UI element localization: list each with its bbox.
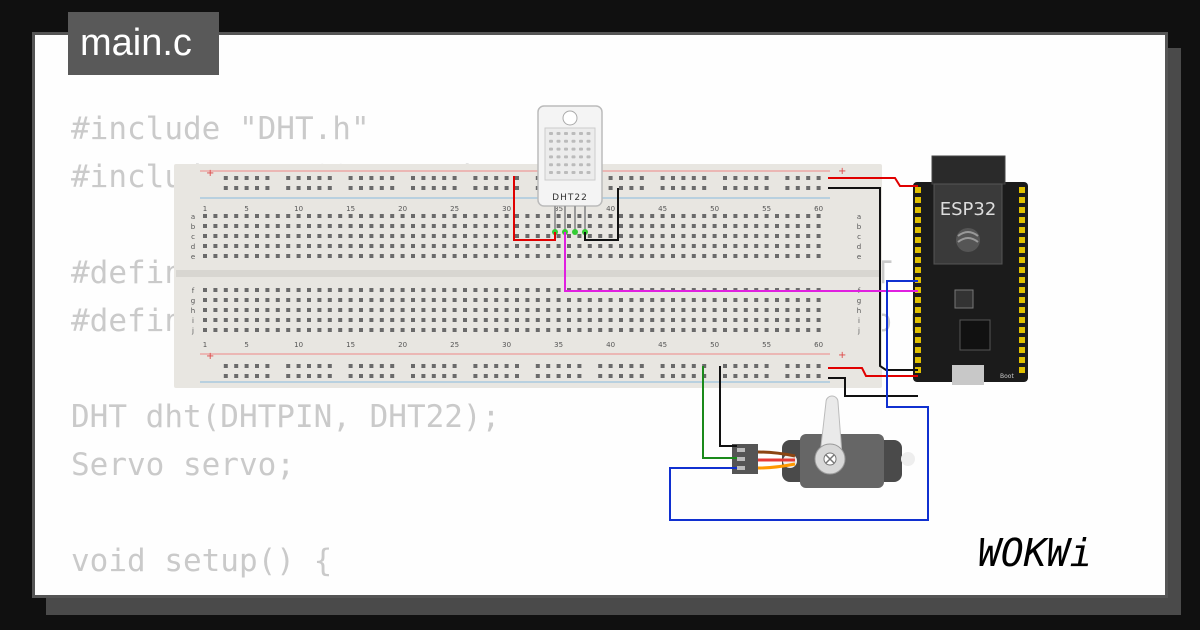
row-label: g [857, 297, 861, 305]
column-label: 30 [502, 341, 511, 349]
column-label: 40 [606, 341, 615, 349]
filename-tab: main.c [68, 12, 219, 75]
code-line: DHT dht(DHTPIN, DHT22); [71, 399, 501, 435]
row-label: h [857, 307, 861, 315]
column-label: 25 [450, 205, 459, 213]
rail-plus-label-bottom: + [206, 351, 214, 362]
row-label: c [191, 233, 195, 241]
code-line: #include "DHT.h" [71, 111, 370, 147]
dht22-label: DHT22 [552, 193, 588, 203]
column-label: 10 [294, 341, 303, 349]
dht22-sensor: DHT22 [537, 105, 603, 235]
column-label: 45 [658, 205, 667, 213]
column-label: 45 [658, 341, 667, 349]
row-label: e [857, 253, 861, 261]
row-label: b [191, 223, 196, 231]
column-label: 15 [346, 341, 355, 349]
row-label: i [858, 317, 860, 325]
dht-vent-grid [549, 132, 591, 174]
wire-magenta-data [564, 232, 918, 292]
row-label: i [192, 317, 194, 325]
row-label: e [191, 253, 195, 261]
code-line: void setup() { [71, 543, 333, 579]
column-label: 55 [762, 341, 771, 349]
code-line: Serial.begin(115200); [71, 585, 1004, 595]
wokwi-logo-text: WOKWi [978, 531, 1092, 575]
rail-plus-label-right-bottom: + [838, 350, 846, 361]
wokwi-logo: WOKWi [978, 531, 1092, 575]
column-label: 50 [710, 341, 719, 349]
row-label: d [191, 243, 195, 251]
esp32-board: ESP32 Boot [913, 155, 1028, 385]
column-label: 60 [814, 205, 823, 213]
row-label: j [191, 327, 194, 335]
column-label: 5 [244, 205, 248, 213]
wires [513, 176, 929, 521]
column-label: 40 [606, 205, 615, 213]
rail-plus-label-right: + [838, 166, 846, 177]
row-label: h [191, 307, 195, 315]
column-label: 35 [554, 205, 563, 213]
column-label: 20 [398, 341, 407, 349]
wire-red-dht-vcc [513, 176, 556, 241]
column-label: 1 [203, 205, 207, 213]
rail-plus-label: + [206, 168, 214, 179]
row-label: g [191, 297, 195, 305]
column-label: 15 [346, 205, 355, 213]
servo-motor [732, 395, 915, 488]
column-label: 35 [554, 341, 563, 349]
breadboard-holes [203, 176, 821, 378]
wire-red-top-rail [828, 177, 918, 187]
column-label: 55 [762, 205, 771, 213]
column-label: 10 [294, 205, 303, 213]
wire-black-bottom-rail [828, 377, 918, 397]
column-label: 1 [203, 341, 207, 349]
column-label: 50 [710, 205, 719, 213]
row-label: f [192, 287, 195, 295]
code-line: Servo servo; [71, 447, 295, 483]
row-label: d [857, 243, 861, 251]
wire-red-bottom-rail [828, 367, 918, 377]
column-label: 30 [502, 205, 511, 213]
row-label: b [857, 223, 862, 231]
wire-black-servo [719, 366, 737, 447]
row-label: a [191, 213, 195, 221]
column-label: 5 [244, 341, 248, 349]
wire-black-dht-gnd [584, 188, 619, 241]
row-label: a [857, 213, 861, 221]
breadboard-labels: 1155101015152020252530303535404045455050… [191, 205, 862, 349]
breadboard: 1155101015152020252530303535404045455050… [174, 164, 882, 388]
boot-label: Boot [1000, 373, 1014, 380]
esp32-label: ESP32 [940, 199, 997, 220]
row-label: c [857, 233, 861, 241]
wire-blue-servo-pwr [669, 280, 929, 521]
wire-black-top-rail [828, 187, 918, 371]
wire-green-servo-signal [702, 366, 737, 459]
column-label: 60 [814, 341, 823, 349]
column-label: 25 [450, 341, 459, 349]
column-label: 20 [398, 205, 407, 213]
row-label: j [857, 327, 860, 335]
